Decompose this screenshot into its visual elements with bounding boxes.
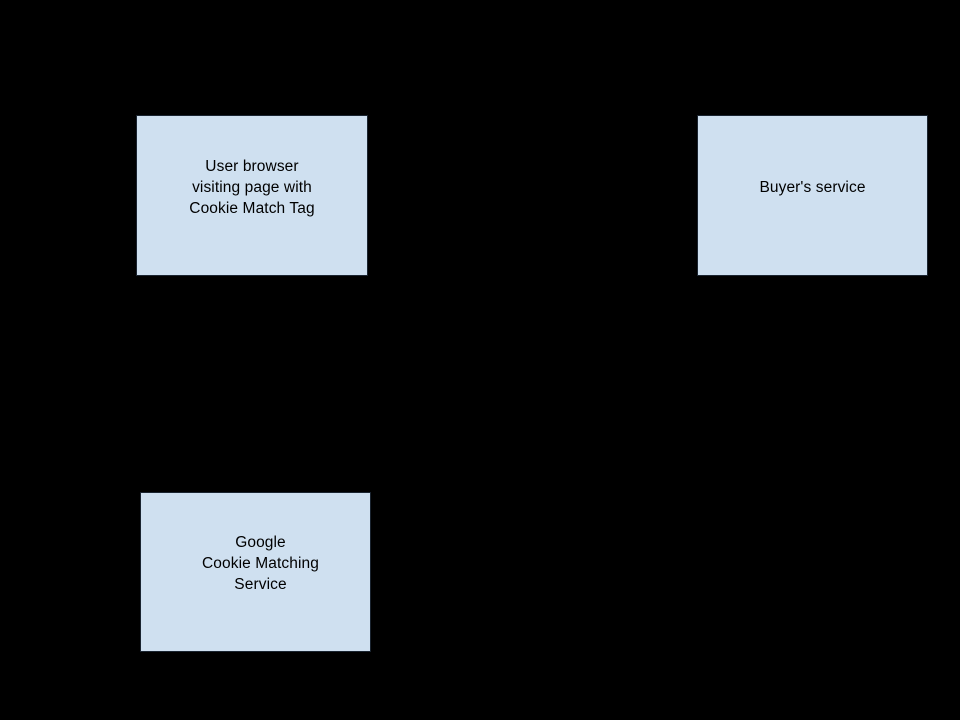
node-user-browser[interactable]: User browser visiting page with Cookie M… xyxy=(136,115,368,276)
node-buyer-service[interactable]: Buyer's service xyxy=(697,115,928,276)
node-user-browser-label: User browser visiting page with Cookie M… xyxy=(189,158,315,217)
node-buyer-service-label: Buyer's service xyxy=(759,179,866,196)
node-google-cookie-matching-service-label: Google Cookie Matching Service xyxy=(202,533,319,593)
node-google-cookie-matching-service[interactable]: Google Cookie Matching Service xyxy=(140,492,371,652)
